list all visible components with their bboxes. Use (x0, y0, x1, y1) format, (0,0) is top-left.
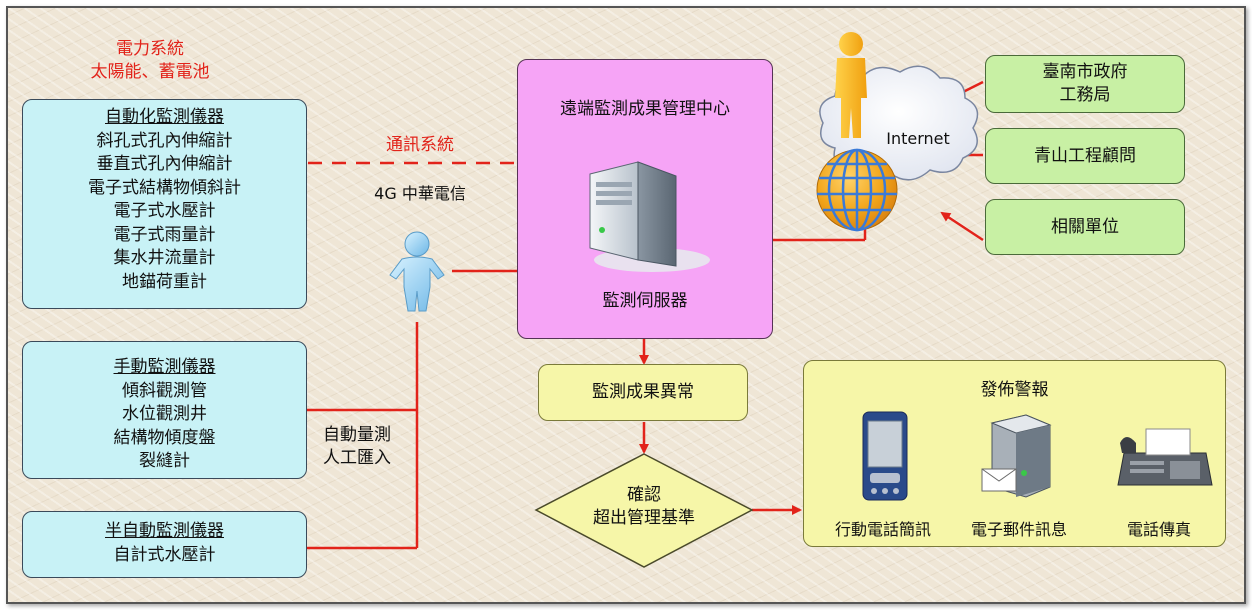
auto-instrument-item: 電子式水壓計 (113, 201, 216, 221)
manual-instrument-item: 裂縫計 (139, 451, 190, 471)
auto-instrument-item: 地錨荷重計 (122, 271, 207, 292)
entry-line2: 人工匯入 (323, 448, 391, 468)
alert-channel-email: 電子郵件訊息 (970, 520, 1067, 539)
manual-instruments-box: 手動監測儀器 傾斜觀測管 水位觀測井 結構物傾度盤 裂縫計 (22, 341, 307, 479)
auto-instrument-item: 電子式結構物傾斜計 (88, 177, 241, 198)
alert-title: 發佈警報 (980, 380, 1049, 400)
manual-instrument-item: 傾斜觀測管 (122, 380, 207, 401)
server-tower-icon (589, 161, 710, 272)
auto-instrument-item: 垂直式孔內伸縮計 (96, 154, 233, 174)
decision-line2: 超出管理基準 (593, 508, 695, 528)
comm-system-label: 通訊系統 (386, 135, 454, 155)
entry-method-label: 自動量測 人工匯入 (312, 424, 402, 470)
alert-channel-sms: 行動電話簡訊 (834, 520, 931, 539)
power-line2: 太陽能、蓄電池 (90, 62, 210, 82)
manual-instruments-title: 手動監測儀器 (113, 357, 216, 377)
auto-instrument-item: 斜孔式孔內伸縮計 (96, 130, 233, 151)
auto-instruments-title: 自動化監測儀器 (105, 107, 224, 127)
semi-auto-instrument-item: 自計式水壓計 (113, 544, 216, 565)
decision-diamond (534, 453, 754, 568)
fax-icon (1117, 428, 1213, 486)
semi-auto-instruments-box: 半自動監測儀器 自計式水壓計 (22, 511, 307, 578)
power-line1: 電力系統 (116, 39, 184, 59)
internet-label: Internet (886, 129, 950, 148)
abnormal-box: 監測成果異常 (538, 364, 748, 421)
pda-icon (862, 411, 908, 501)
alert-channel-fax: 電話傳真 (1126, 520, 1191, 539)
decision-label: 確認 超出管理基準 (564, 484, 724, 530)
center-title: 遠端監測成果管理中心 (560, 99, 730, 119)
alert-box: 發佈警報 行動電話簡訊 電子郵件訊息 電話傳真 (803, 360, 1226, 547)
party3-arrow (940, 211, 984, 242)
power-system-label: 電力系統 太陽能、蓄電池 (70, 38, 230, 84)
auto-instrument-item: 電子式雨量計 (113, 224, 216, 245)
decision-line1: 確認 (627, 485, 661, 505)
internet-cloud-icon (816, 32, 979, 232)
entry-line1: 自動量測 (323, 425, 391, 445)
auto-instrument-item: 集水井流量計 (113, 248, 216, 268)
globe-icon (816, 148, 898, 232)
manual-instrument-item: 結構物傾度盤 (113, 427, 216, 448)
auto-instruments-box: 自動化監測儀器 斜孔式孔內伸縮計 垂直式孔內伸縮計 電子式結構物傾斜計 電子式水… (22, 99, 307, 309)
party-box-related: 相關單位 (985, 199, 1185, 255)
child-person-icon (389, 231, 445, 312)
carrier-label: 4G 中華電信 (374, 184, 466, 203)
manual-instrument-item: 水位觀測井 (122, 404, 207, 424)
person-icon (835, 32, 867, 138)
semi-auto-instruments-title: 半自動監測儀器 (105, 521, 224, 541)
remote-center-box: 遠端監測成果管理中心 監測伺服器 (517, 59, 773, 339)
server-label: 監測伺服器 (602, 291, 688, 311)
party-box-consultant: 青山工程顧問 (985, 128, 1185, 184)
mail-server-icon (981, 414, 1052, 498)
party-box-tainan: 臺南市政府 工務局 (985, 55, 1185, 113)
